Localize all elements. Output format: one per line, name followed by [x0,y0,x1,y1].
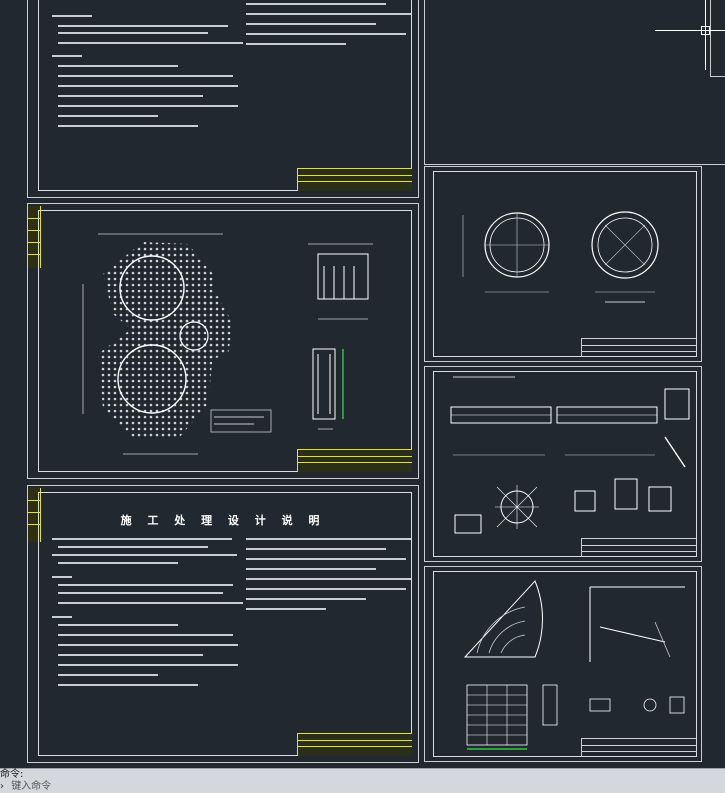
command-history: 命令: [0,769,24,780]
sheet-right-top [424,0,725,165]
command-input-placeholder: 键入命令 [11,781,52,792]
sheet-design-notes: 施 工 处 理 设 计 说 明 [27,485,419,763]
sheet-notes-top-border [38,0,412,191]
crosshair-cursor-vertical [705,0,706,70]
sheet-design-notes-sidestrip [28,488,41,542]
sheet-shaft-plan-border [433,171,697,357]
sections-drawing [450,376,690,534]
command-line-panel: 命令: › 键入命令 [0,768,725,793]
sheet-grouting-plan-sidestrip [28,206,41,268]
sheet-shaft-plan-titleblock [581,338,697,357]
sheet-design-notes-titleblock [297,733,412,756]
sheet-design-notes-border [38,492,412,756]
command-input[interactable]: › 键入命令 [0,781,725,793]
design-notes-title: 施 工 处 理 设 计 说 明 [120,514,326,527]
sheet-radial-layout [424,566,702,762]
sheet-radial-layout-titleblock [581,738,697,757]
radial-layout-drawing [463,580,685,750]
sheet-sections-border [433,371,697,557]
sheet-grouting-plan-border [38,210,412,472]
shaft-plan-drawing [462,211,659,303]
model-space-canvas[interactable]: 施 工 处 理 设 计 说 明 [0,0,725,768]
sheet-grouting-plan [27,203,419,479]
sheet-shaft-plan [424,166,702,362]
sheet-radial-layout-border [433,571,697,757]
crosshair-cursor-box [701,26,710,35]
command-prompt-icon: › [0,781,4,792]
sheet-sections [424,366,702,562]
grouting-plan-drawing [82,233,373,455]
sheet-notes-top [27,0,419,198]
crosshair-cursor-icon [655,30,725,31]
sheet-grouting-plan-titleblock [297,449,412,472]
sheet-sections-titleblock [581,538,697,557]
sheet-notes-top-titleblock [297,168,412,191]
